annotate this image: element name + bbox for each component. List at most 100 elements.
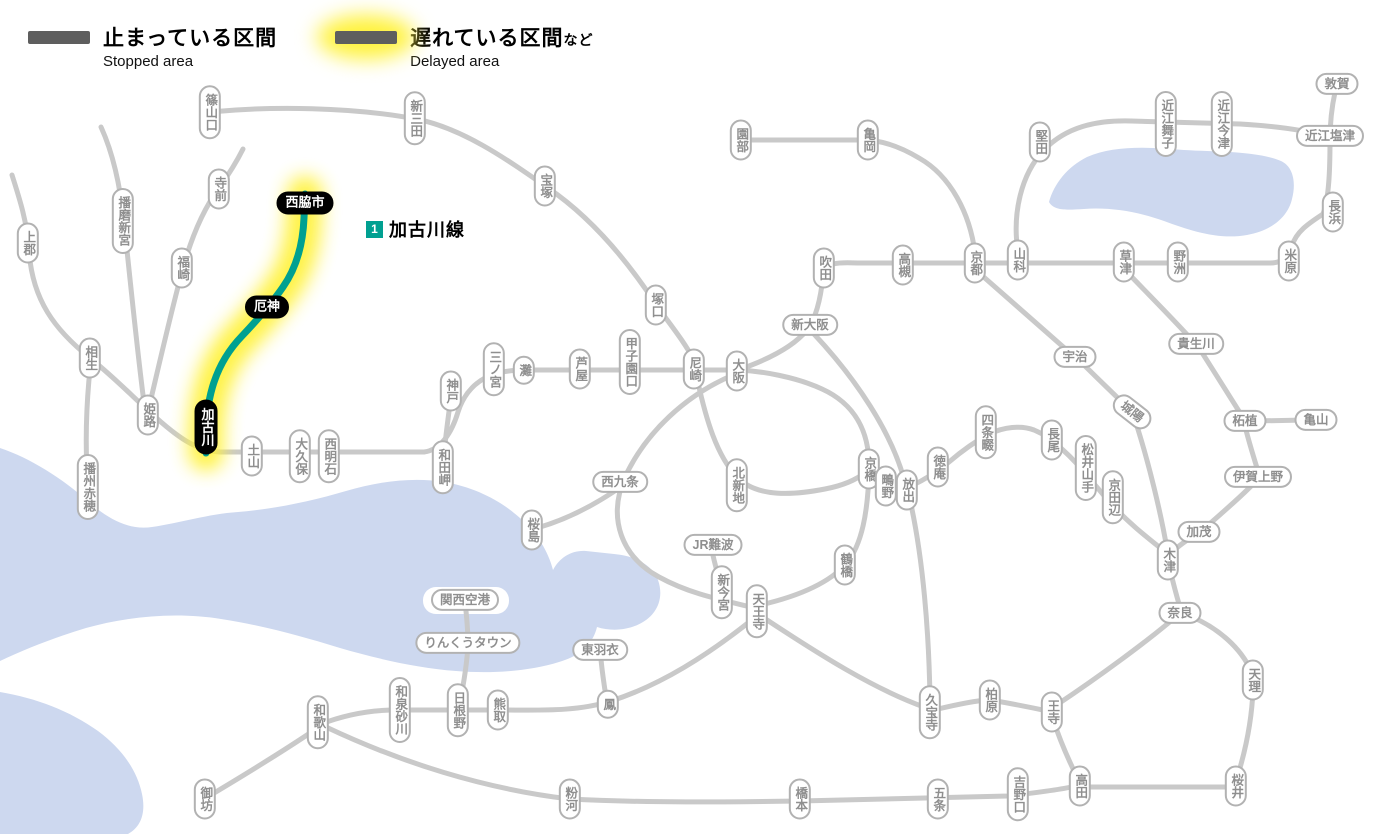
station-pill: 伊賀上野 [1223,465,1293,489]
station-pill: 粉河 [558,778,582,820]
station-pill: 上郡 [16,222,40,264]
station-pill: 新三田 [403,91,427,145]
station-pill: 播州赤穂 [76,454,100,520]
rail-line [694,375,869,496]
station-pill: 桜井 [1224,765,1248,807]
station-pill: 和田岬 [431,440,455,494]
legend-delayed: 遅れている区間など Delayed area [317,15,593,70]
station-pill: 灘 [512,355,536,385]
rail-line [1013,118,1331,255]
rail-line [1055,617,1175,707]
rail-line [1132,417,1170,552]
station-pill: 王寺 [1040,691,1064,733]
station-pill: 亀岡 [856,119,880,161]
rail-line [975,269,1072,355]
station-pill: 野洲 [1166,241,1190,283]
station-pill: 鴫野 [874,465,898,507]
station-pill: 天王寺 [745,584,769,638]
legend-delayed-label: 遅れている区間など [410,22,593,52]
station-pill: 熊取 [486,689,510,731]
station-pill: 相生 [78,337,102,379]
station-pill: 草津 [1112,241,1136,283]
station-pill: 近江今津 [1210,91,1234,157]
station-pill: JR難波 [683,533,743,557]
station-pill-highlighted: 西脇市 [276,191,334,215]
station-pill: 加茂 [1177,520,1221,544]
station-pill: りんくうタウン [415,631,521,655]
station-pill: 宝塚 [533,165,557,207]
station-pill: 姫路 [136,394,160,436]
station-pill: 甲子園口 [618,329,642,395]
station-pill: 篠山口 [198,85,222,139]
station-pill: 放出 [895,469,919,511]
station-pill: 吉野口 [1006,767,1030,821]
station-pill: 柘植 [1223,409,1267,433]
station-pill: 木津 [1156,539,1180,581]
rail-line [761,615,927,710]
station-pill: 尼崎 [682,348,706,390]
rail-line [318,616,756,727]
delayed-swatch [317,15,416,59]
water-lake-biwa [1049,147,1294,237]
station-pill: 園部 [729,119,753,161]
station-pill: 柏原 [978,679,1002,721]
legend-delayed-label-ja: 遅れている区間 [410,27,564,50]
rail-line [907,497,933,703]
station-pill: 神戸 [439,370,463,412]
station-pill: 和歌山 [306,695,330,749]
rail-line [811,331,907,482]
legend-delayed-texts: 遅れている区間など Delayed area [410,22,593,70]
station-pill: 塚口 [644,284,668,326]
station-pill: 新大阪 [782,313,838,337]
station-pill: 関西空港 [430,588,500,612]
station-pill: 大久保 [288,429,312,483]
station-pill: 城陽 [1108,389,1156,435]
rail-line [735,260,1273,373]
station-pill: 堅田 [1028,121,1052,163]
station-pill: 福崎 [170,247,194,289]
station-pill: 日根野 [446,683,470,737]
station-pill: 播磨新宮 [111,188,135,254]
rail-line [201,726,319,802]
station-pill: 敦賀 [1315,72,1359,96]
station-pill: 西明石 [317,429,341,483]
line-name-text: 加古川線 [389,220,465,240]
station-pill: 山科 [1006,239,1030,281]
legend-stopped: 止まっている区間 Stopped area [28,22,277,70]
station-pill: 大阪 [725,350,749,392]
rail-line [147,146,246,406]
station-pill: 京都 [963,242,987,284]
station-pill: 久宝寺 [918,685,942,739]
station-pill: 新今宮 [710,565,734,619]
station-pill: 長尾 [1040,419,1064,461]
station-pill: 長浜 [1321,191,1345,233]
station-pill-highlighted: 加古川 [194,399,218,455]
station-pill: 吹田 [812,247,836,289]
legend-delayed-label-en: Delayed area [410,53,500,70]
station-pill: 鳳 [596,689,620,719]
legend-delayed-suffix: など [563,32,594,48]
legend-stopped-label-en: Stopped area [103,53,194,70]
station-pill: 東羽衣 [572,638,628,662]
legend-stopped-label-ja: 止まっている区間 [103,27,278,50]
station-pill: 土山 [240,435,264,477]
station-pill: 芦屋 [568,348,592,390]
station-pill: 三ノ宮 [482,342,506,396]
station-pill: 徳庵 [926,446,950,488]
station-pill: 京田辺 [1101,470,1125,524]
legend-stopped-texts: 止まっている区間 Stopped area [103,22,277,70]
water-osaka-bay [0,448,661,673]
legend: 止まっている区間 Stopped area 遅れている区間など Delayed … [28,15,593,70]
station-pill: 奈良 [1158,601,1202,625]
station-pill: 近江塩津 [1295,124,1365,148]
station-pill: 鶴橋 [833,544,857,586]
rail-line [1243,427,1260,471]
station-pill: 寺前 [207,168,231,210]
station-pill: 北新地 [725,458,749,512]
station-pill: 橋本 [788,778,812,820]
stopped-swatch [28,31,90,44]
water-coast-southwest [0,692,144,834]
station-pill: 近江舞子 [1154,91,1178,157]
